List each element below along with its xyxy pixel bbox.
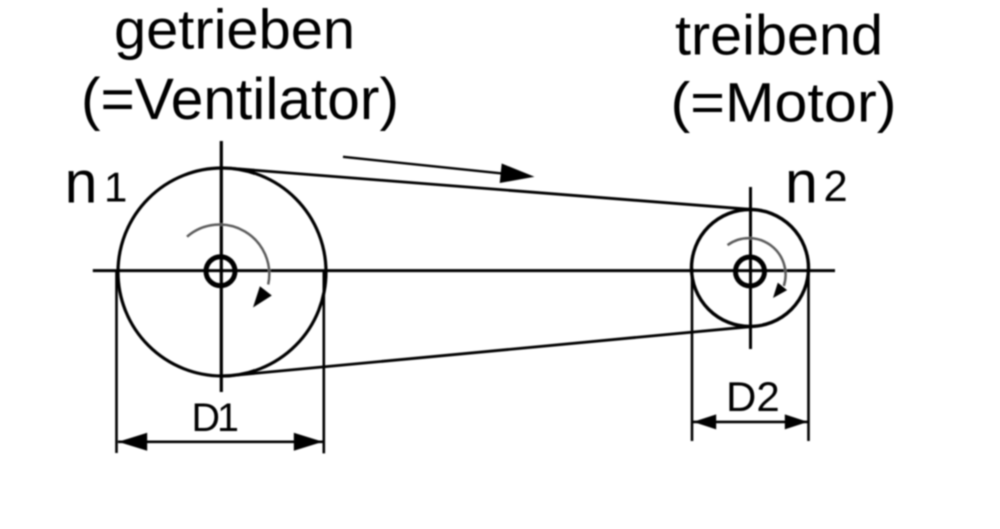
svg-text:(=Motor): (=Motor) xyxy=(671,71,897,134)
svg-text:D1: D1 xyxy=(192,396,239,440)
svg-text:getrieben: getrieben xyxy=(114,0,355,61)
svg-text:(=Ventilator): (=Ventilator) xyxy=(81,67,399,132)
svg-text:treibend: treibend xyxy=(675,4,883,68)
svg-text:n: n xyxy=(785,150,818,216)
svg-text:1: 1 xyxy=(104,163,127,210)
svg-text:2: 2 xyxy=(824,163,848,211)
svg-text:n: n xyxy=(65,150,98,216)
svg-text:D2: D2 xyxy=(726,373,780,420)
